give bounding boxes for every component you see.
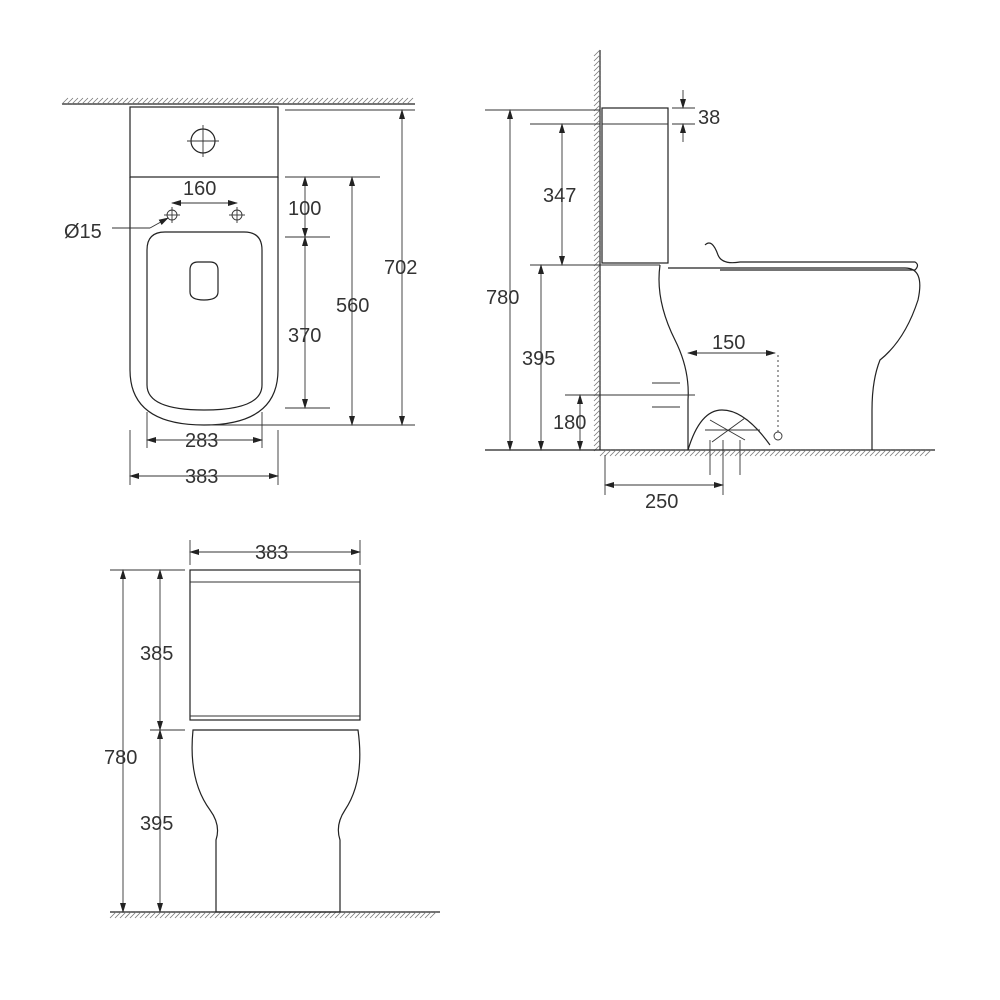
dim-total-width: 383 (185, 466, 218, 488)
wall-hatch (61, 97, 414, 105)
bowl-front-curve (658, 264, 689, 450)
dim-tank-to-seat: 100 (288, 198, 321, 220)
dim-total-height: 780 (486, 287, 519, 309)
tank-outline (129, 106, 279, 178)
bowl-outline (191, 729, 361, 913)
seat-lid (704, 242, 919, 271)
wall-hatch (593, 49, 601, 452)
dim-outlet-height: 180 (553, 412, 586, 434)
flush-button-icon (187, 125, 219, 157)
floor-hatch (599, 449, 932, 457)
dim-tank-height: 347 (543, 185, 576, 207)
dim-outlet-offset: 150 (712, 332, 745, 354)
dim-lid: 38 (698, 107, 720, 129)
dim-width: 383 (255, 542, 288, 564)
top-view: 160 Ø15 702 560 100 370 283 383 (61, 97, 417, 488)
side-view: 38 780 347 395 180 150 250 (485, 49, 935, 513)
fixing-hole-left-icon (164, 207, 180, 223)
dim-bowl-height: 395 (140, 813, 173, 835)
floor-hatch (109, 911, 437, 919)
fixing-hole-right-icon (229, 207, 245, 223)
dim-bowl-length: 560 (336, 295, 369, 317)
tank-outline (601, 107, 669, 264)
front-view: 383 780 385 395 (104, 540, 440, 919)
bowl-outline (129, 177, 279, 426)
outlet-center-icon (773, 431, 783, 441)
dim-bowl-height: 395 (522, 348, 555, 370)
dim-hole-spacing: 160 (183, 178, 216, 200)
dim-hole-diameter: Ø15 (64, 221, 102, 243)
dim-seat-length: 370 (288, 325, 321, 347)
bowl-back-curve (668, 267, 921, 450)
dim-total-depth: 702 (384, 257, 417, 279)
dim-tank-height: 385 (140, 643, 173, 665)
dim-total-height: 780 (104, 747, 137, 769)
seat-outline (146, 231, 263, 411)
outlet-detail (705, 417, 760, 443)
dim-outlet-from-wall: 250 (645, 491, 678, 513)
dim-seat-width: 283 (185, 430, 218, 452)
outlet-trap (687, 409, 771, 451)
seat-handle (189, 261, 219, 301)
tank-outline (189, 569, 361, 721)
